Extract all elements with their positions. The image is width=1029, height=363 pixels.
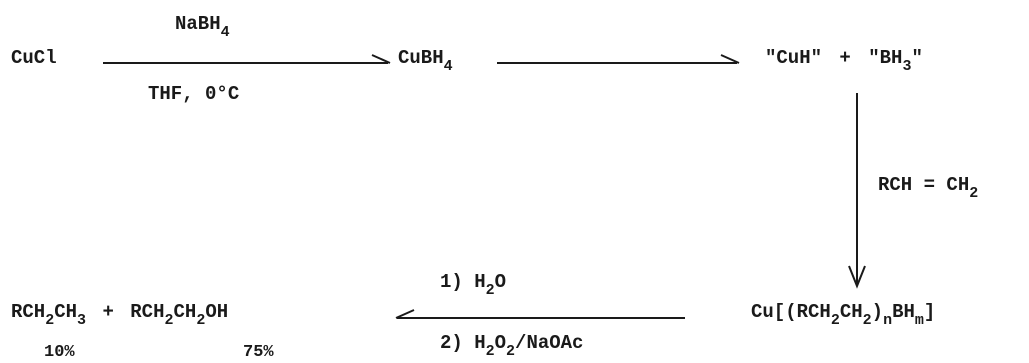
arrow-cucl-to-cubh4 — [103, 54, 391, 64]
intermediate-cuh-bh3: "CuH" + "BH3" — [765, 47, 923, 75]
intermediate-cubh4: CuBH4 — [398, 47, 453, 75]
products: RCH2CH3 + RCH2CH2OH — [11, 301, 229, 329]
arrow-down-hydroboration — [848, 93, 866, 289]
yield-alcohol: 75% — [243, 343, 274, 362]
complex-cu-alkylborohydride: Cu[(RCH2CH2)nBHm] — [751, 301, 936, 329]
product-alkane: RCH2CH3 — [11, 301, 87, 329]
reagent-peroxide: 2) H2O2/NaOAc — [440, 332, 584, 360]
arrow-complex-to-products — [395, 309, 685, 319]
reagent-alkene: RCH = CH2 — [878, 174, 979, 202]
arrow-cubh4-to-cuh — [497, 54, 740, 64]
conditions-thf: THF, 0°C — [148, 83, 240, 105]
reactant-cucl: CuCl — [11, 47, 57, 69]
reagent-nabh4: NaBH4 — [175, 13, 230, 41]
reagent-water: 1) H2O — [440, 271, 507, 299]
yield-alkane: 10% — [44, 343, 75, 362]
product-alcohol: RCH2CH2OH — [130, 301, 229, 329]
